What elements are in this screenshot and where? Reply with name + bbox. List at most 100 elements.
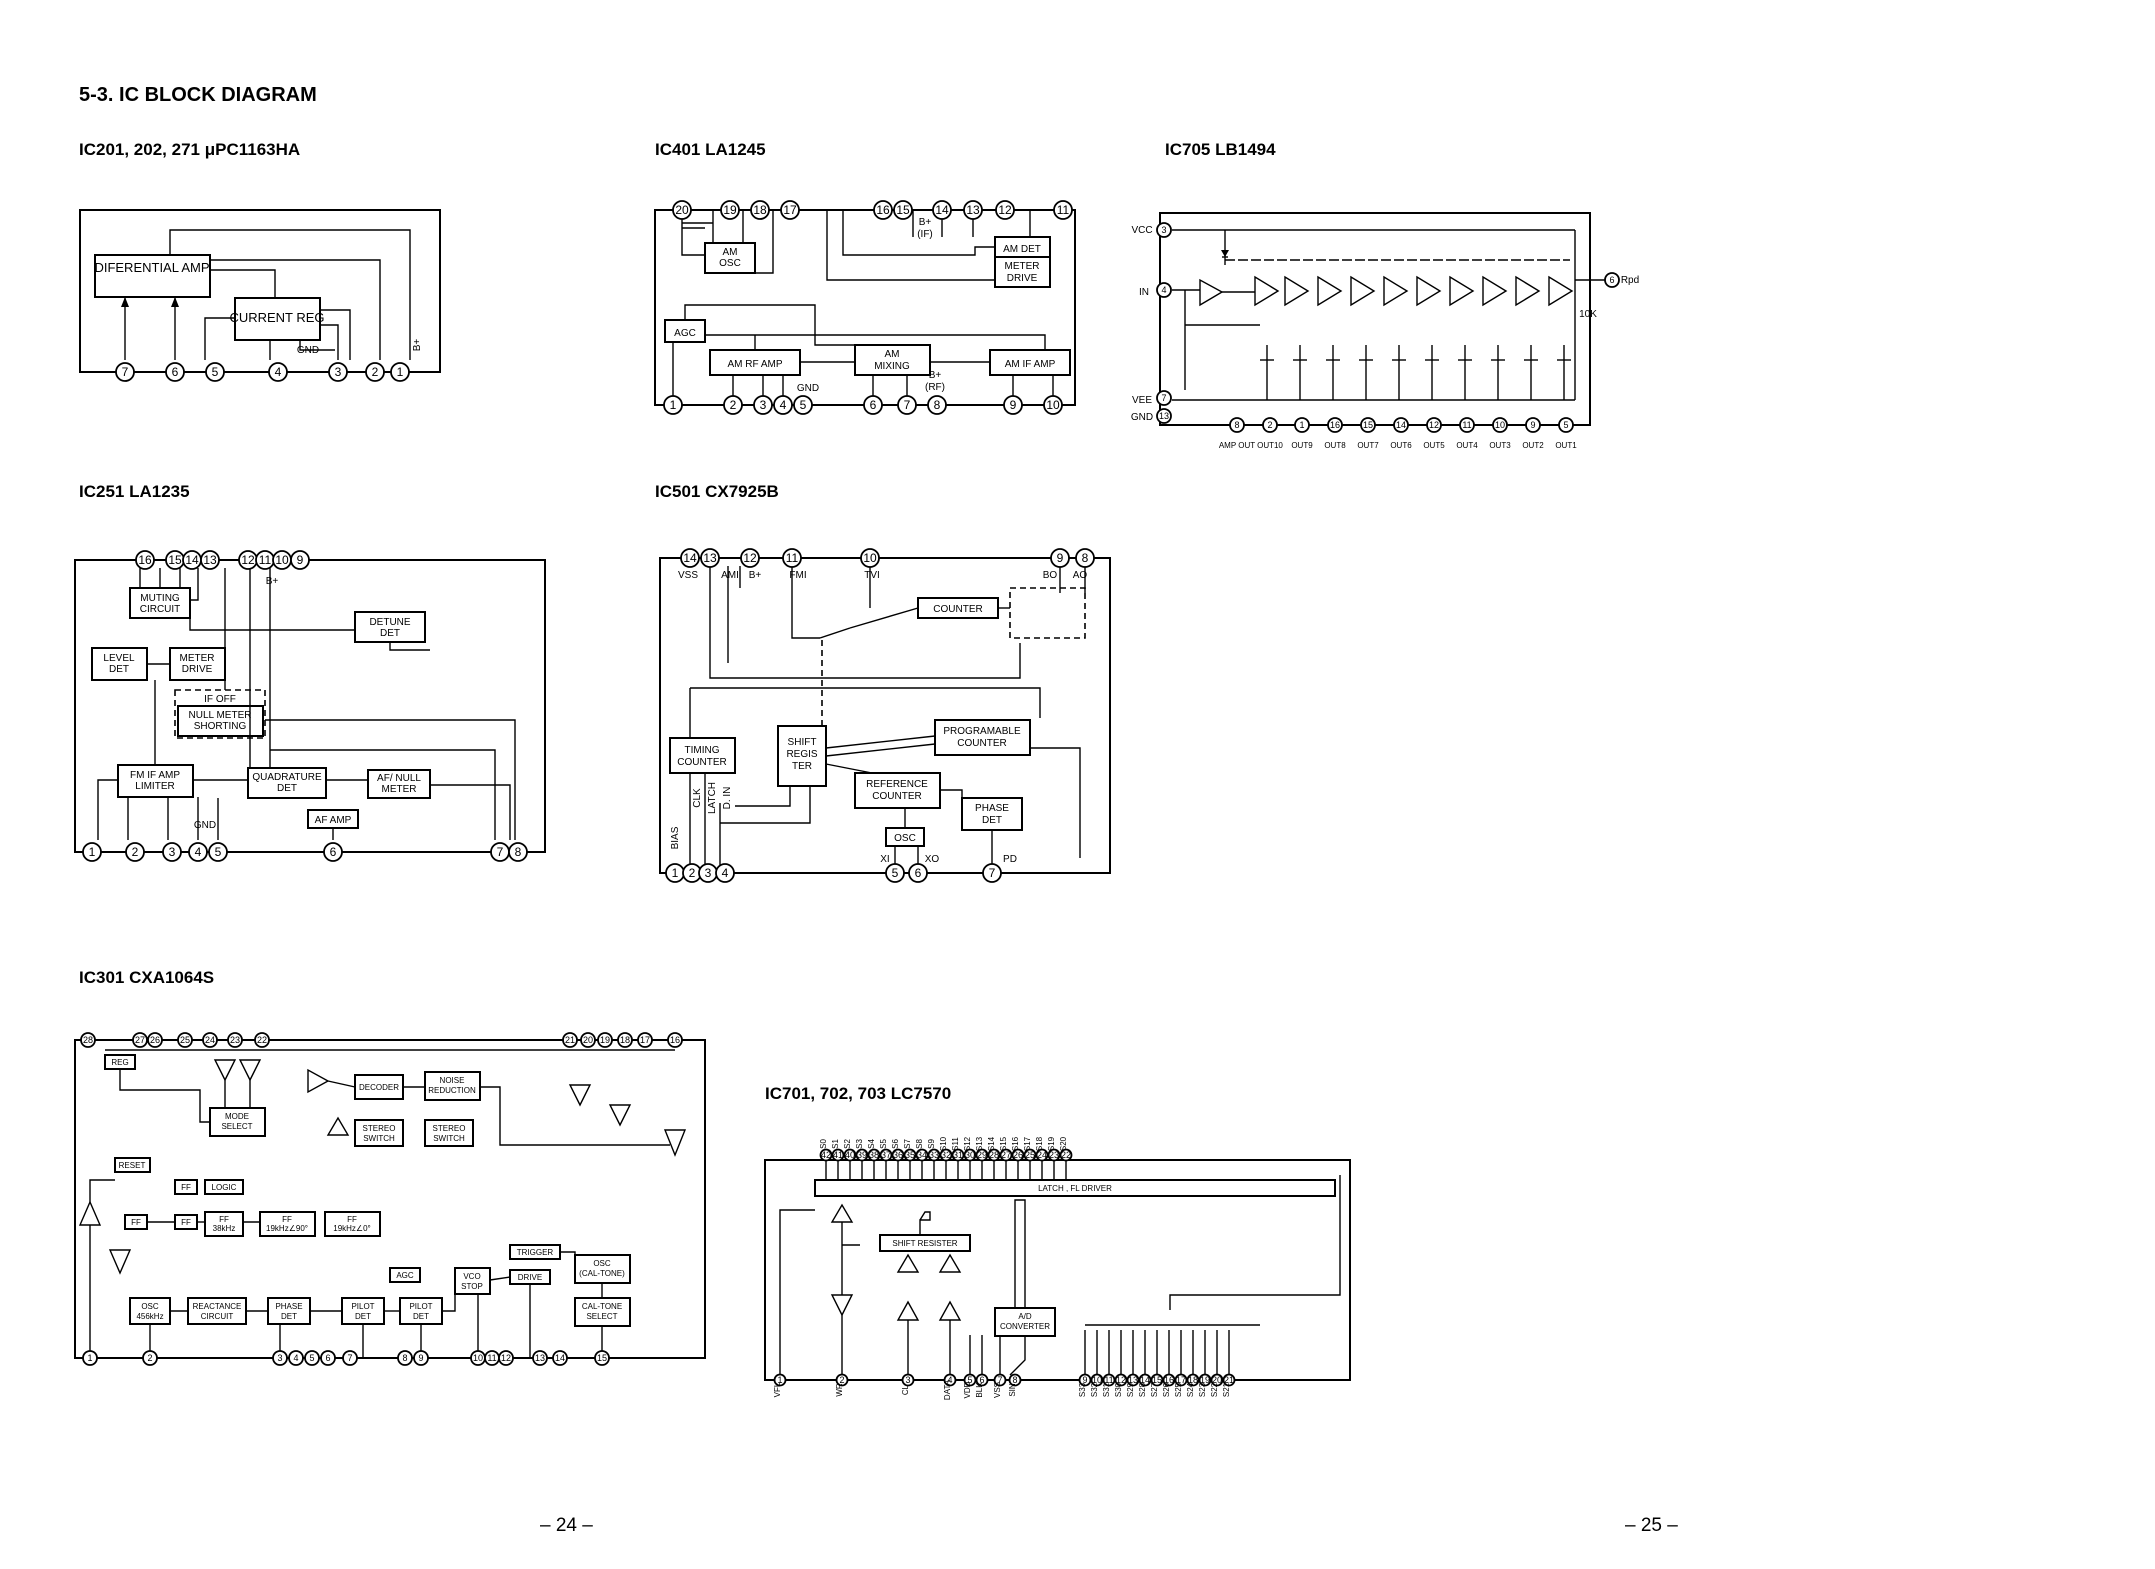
svg-text:14: 14 [935, 203, 949, 217]
svg-text:OUT1: OUT1 [1555, 441, 1577, 450]
svg-text:9: 9 [297, 553, 304, 567]
svg-text:16: 16 [1330, 420, 1340, 430]
svg-text:19: 19 [600, 1035, 610, 1045]
svg-text:1: 1 [670, 398, 677, 412]
svg-text:5: 5 [309, 1353, 314, 1363]
ic201-current-reg-label: CURRENT REG [229, 310, 324, 325]
svg-text:S0: S0 [819, 1139, 828, 1149]
page-number-right: – 25 – [1625, 1515, 1678, 1536]
svg-text:12: 12 [998, 203, 1012, 217]
svg-text:9: 9 [1010, 398, 1017, 412]
svg-text:14: 14 [1140, 1375, 1150, 1385]
svg-text:23: 23 [230, 1035, 240, 1045]
svg-text:22: 22 [257, 1035, 267, 1045]
svg-text:17: 17 [1176, 1375, 1186, 1385]
svg-text:1: 1 [397, 365, 404, 379]
svg-text:7: 7 [997, 1375, 1002, 1385]
svg-text:S1: S1 [831, 1139, 840, 1149]
svg-text:9: 9 [1082, 1375, 1087, 1385]
ic251-level-det-block [91, 647, 148, 681]
svg-text:10: 10 [1092, 1375, 1102, 1385]
svg-text:S22: S22 [1210, 1382, 1219, 1397]
svg-text:OUT10: OUT10 [1257, 441, 1283, 450]
ic701-shift-resister-label: SHIFT RESISTER [892, 1239, 957, 1248]
ic501-latch-label: LATCH [707, 782, 718, 814]
svg-text:3: 3 [905, 1375, 910, 1385]
svg-text:10: 10 [863, 551, 877, 565]
svg-text:39: 39 [857, 1150, 867, 1160]
svg-text:2: 2 [730, 398, 737, 412]
svg-text:CURRENT REG: CURRENT REG [229, 310, 324, 325]
ic401-top-pins: 20 19 18 17 16 15 14 13 12 11 [672, 200, 1073, 220]
svg-text:2: 2 [689, 866, 696, 880]
svg-text:4: 4 [722, 866, 729, 880]
svg-text:6: 6 [870, 398, 877, 412]
svg-text:13: 13 [966, 203, 980, 217]
svg-text:13: 13 [703, 551, 717, 565]
ic501-top-pins: 14 13 12 11 10 9 8 [680, 548, 1095, 568]
svg-text:7: 7 [1161, 393, 1166, 403]
svg-text:1: 1 [89, 845, 96, 859]
ic705-bottom-pins: 8 2 1 16 15 14 12 11 10 9 5 [1229, 417, 1574, 433]
svg-text:LOGIC: LOGIC [212, 1183, 237, 1192]
svg-text:15: 15 [597, 1353, 607, 1363]
svg-text:OUT4: OUT4 [1456, 441, 1478, 450]
svg-text:36: 36 [893, 1150, 903, 1160]
svg-text:DRIVE: DRIVE [518, 1273, 542, 1282]
ic251-quadrature-det-block [247, 767, 327, 799]
svg-text:DECODER: DECODER [359, 1083, 399, 1092]
ic201-diferential-amp-block [94, 254, 211, 298]
svg-text:16: 16 [876, 203, 890, 217]
ic401-gnd-label: GND [797, 383, 819, 394]
svg-text:5: 5 [800, 398, 807, 412]
svg-text:S7: S7 [903, 1139, 912, 1149]
ic705-title: IC705 LB1494 [1165, 140, 1276, 159]
svg-text:S11: S11 [951, 1137, 960, 1151]
svg-text:8: 8 [934, 398, 941, 412]
svg-text:9: 9 [418, 1353, 423, 1363]
ic705-vee-label: VEE [1132, 395, 1152, 406]
svg-text:20: 20 [583, 1035, 593, 1045]
svg-text:2: 2 [147, 1353, 152, 1363]
svg-text:14: 14 [555, 1353, 565, 1363]
ic251-gnd-label: GND [194, 820, 216, 831]
section-title: 5-3. IC BLOCK DIAGRAM [79, 84, 317, 106]
svg-text:3: 3 [1161, 225, 1166, 235]
svg-text:37: 37 [881, 1150, 891, 1160]
svg-text:4: 4 [293, 1353, 298, 1363]
ic251-af-amp-label: AF AMP [315, 815, 352, 826]
svg-text:8: 8 [1082, 551, 1089, 565]
svg-text:S6: S6 [891, 1139, 900, 1149]
ic501-counter-label: COUNTER [933, 604, 982, 615]
svg-text:20: 20 [1212, 1375, 1222, 1385]
ic251-title: IC251 LA1235 [79, 482, 190, 501]
svg-text:1: 1 [87, 1353, 92, 1363]
ic501-din-label: D. IN [722, 787, 733, 810]
svg-text:31: 31 [953, 1150, 963, 1160]
svg-text:40: 40 [845, 1150, 855, 1160]
svg-text:6: 6 [1609, 275, 1614, 285]
svg-text:1: 1 [777, 1375, 782, 1385]
svg-text:32: 32 [941, 1150, 951, 1160]
svg-text:14: 14 [683, 551, 697, 565]
svg-text:2: 2 [839, 1375, 844, 1385]
svg-text:16: 16 [1164, 1375, 1174, 1385]
ic201-bplus-label: B+ [412, 339, 423, 352]
svg-text:WR: WR [835, 1383, 844, 1397]
ic501-bo-label: BO [1043, 570, 1058, 581]
svg-text:4: 4 [195, 845, 202, 859]
ic501-bias-label: BIAS [670, 826, 681, 849]
svg-text:4: 4 [780, 398, 787, 412]
svg-text:S21: S21 [1222, 1382, 1231, 1397]
ic705-comparators [1254, 275, 1574, 307]
